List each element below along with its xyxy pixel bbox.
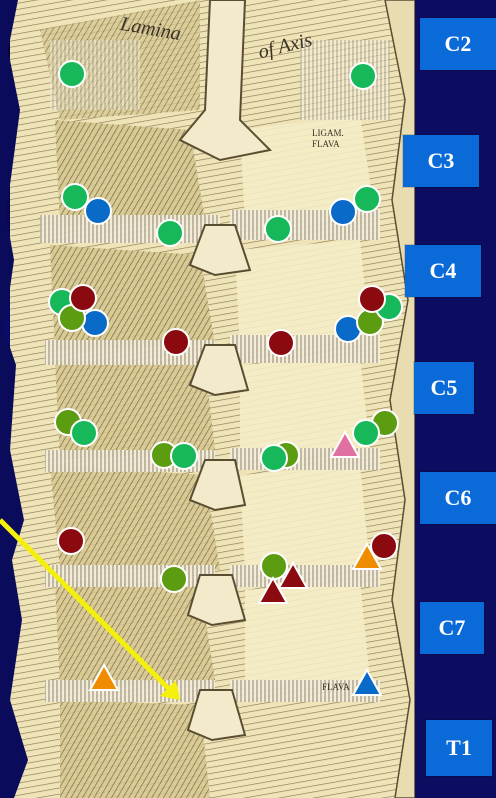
level-label-c5: C5 [414, 362, 474, 414]
green-circle-marker-c5 [171, 443, 197, 469]
green-circle-marker-c2 [59, 61, 85, 87]
olive-circle-marker-c6 [261, 553, 287, 579]
lig-flava-text-lower: FLAVA [322, 682, 350, 692]
maroon-circle-marker-c4 [268, 330, 294, 356]
green-circle-marker-c2 [350, 63, 376, 89]
level-label-c3: C3 [403, 135, 479, 187]
blue-circle-marker-c3 [330, 199, 356, 225]
green-circle-marker-c5 [353, 420, 379, 446]
maroon-circle-marker-c6 [371, 533, 397, 559]
green-circle-marker-c3 [265, 216, 291, 242]
green-circle-marker-c3 [157, 220, 183, 246]
maroon-circle-marker-c4 [163, 329, 189, 355]
level-label-c2: C2 [420, 18, 496, 70]
maroon-circle-marker-c6 [58, 528, 84, 554]
level-label-t1: T1 [426, 720, 492, 776]
lig-flava-text: LIGAM. FLAVA [312, 128, 352, 150]
level-label-c7: C7 [420, 602, 484, 654]
level-label-c4: C4 [405, 245, 481, 297]
level-label-c6: C6 [420, 472, 496, 524]
maroon-circle-marker-c4 [70, 285, 96, 311]
olive-circle-marker-c6 [161, 566, 187, 592]
green-circle-marker-c3 [354, 186, 380, 212]
green-circle-marker-c5 [261, 445, 287, 471]
green-circle-marker-c5 [71, 420, 97, 446]
blue-circle-marker-c3 [85, 198, 111, 224]
blue-circle-marker-c4 [82, 310, 108, 336]
maroon-circle-marker-c4 [359, 286, 385, 312]
green-circle-marker-c3 [62, 184, 88, 210]
